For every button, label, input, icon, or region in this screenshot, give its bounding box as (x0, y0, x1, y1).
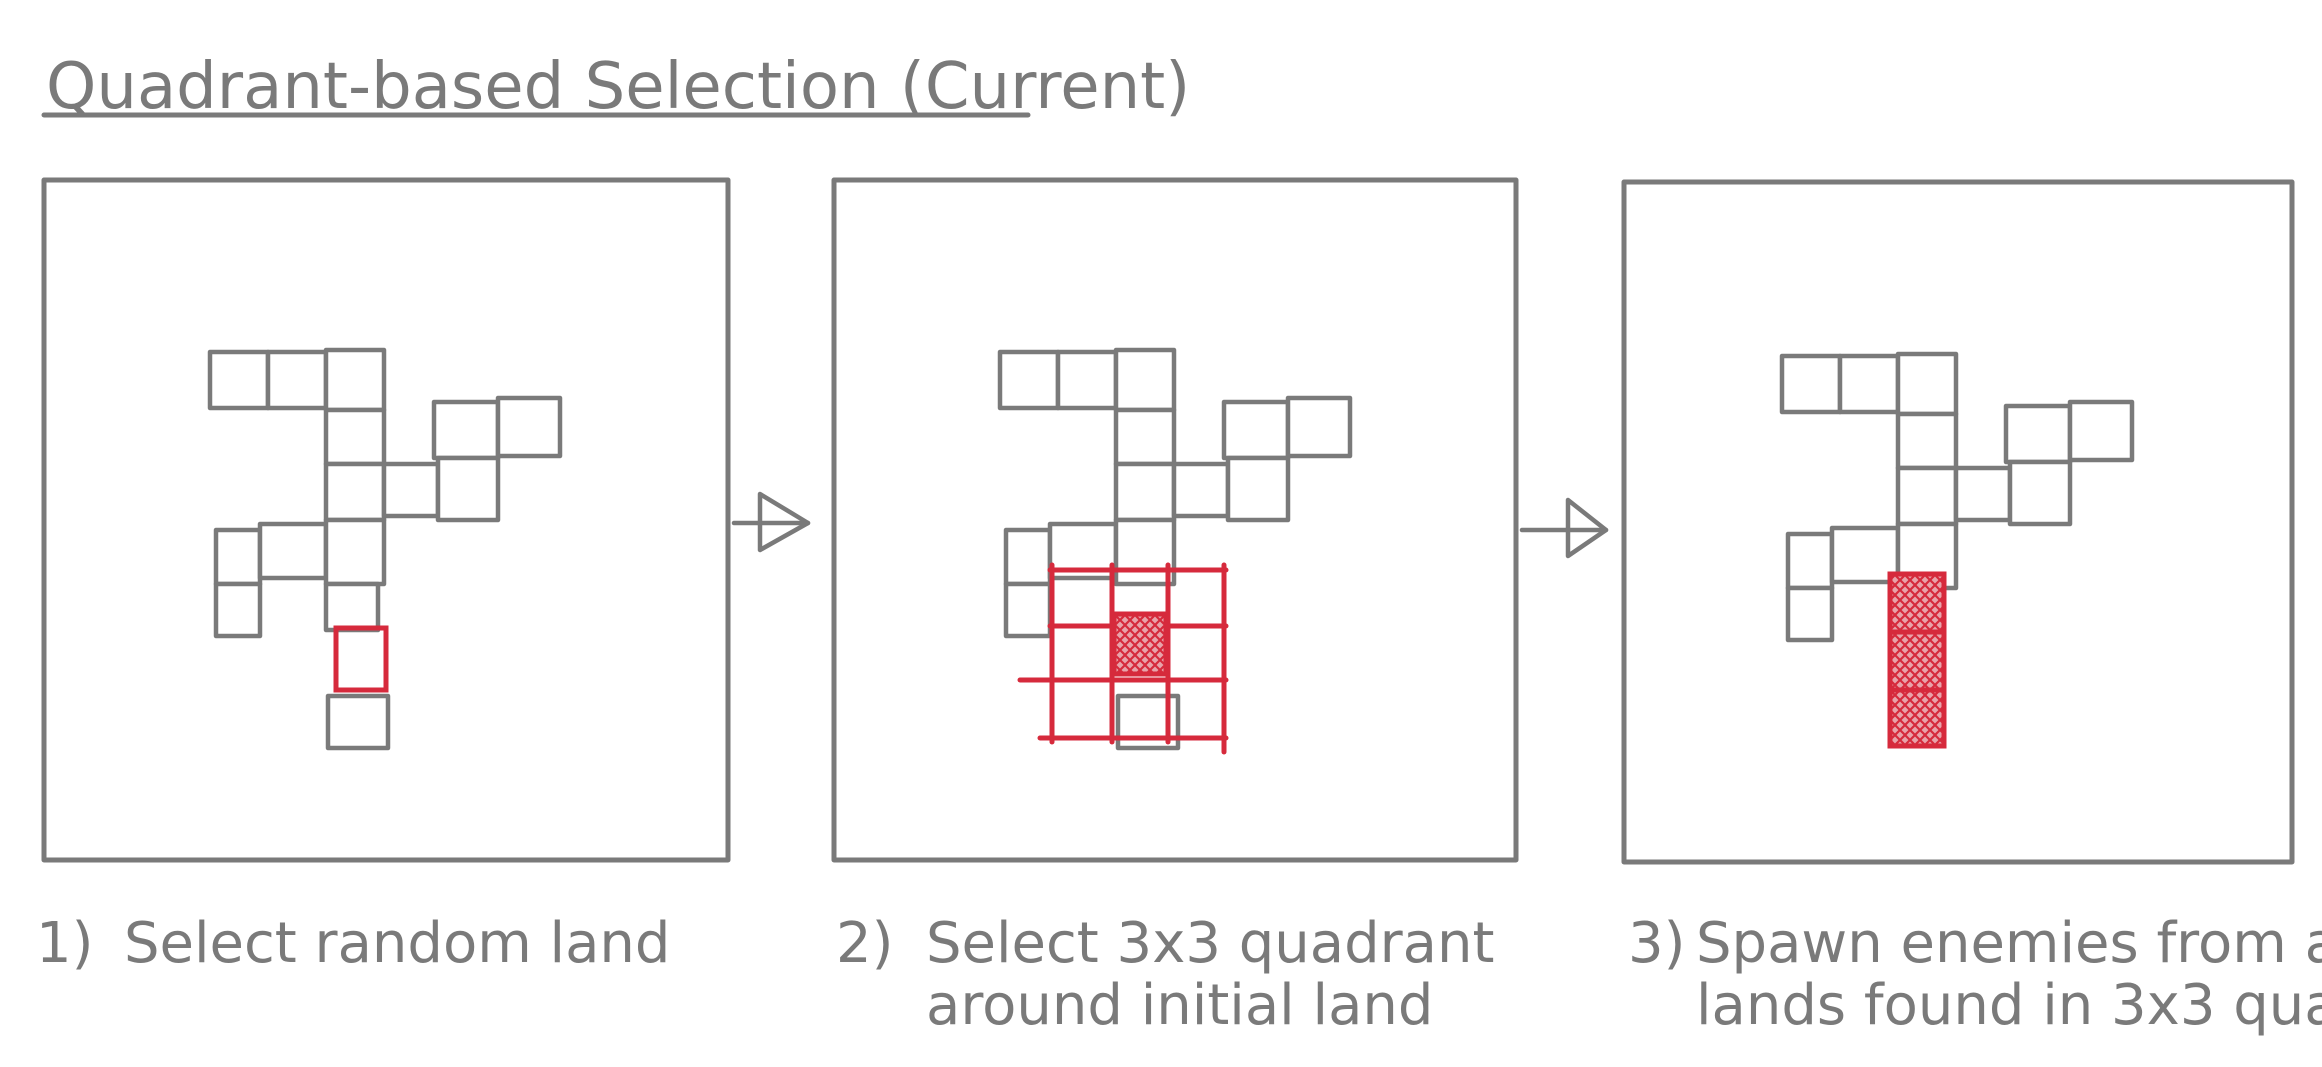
land-tile (1895, 411, 1959, 471)
panel-2-caption: 2) Select 3x3 quadrant around initial la… (836, 911, 1494, 1038)
panel-3-spawn-lands (1887, 571, 1947, 749)
land-tile (323, 581, 381, 633)
panel-2-caption-line: around initial land (926, 973, 1433, 1038)
panel-1-caption-line: Select random land (124, 911, 670, 976)
land-tile (213, 527, 263, 587)
panel-2-step: 2) (836, 911, 893, 976)
land-tile (2007, 459, 2073, 527)
land-tile (381, 461, 441, 519)
arrow-1-to-2 (731, 491, 811, 553)
land-tile (495, 395, 563, 459)
panel-1-frame (41, 177, 731, 863)
land-tile (435, 455, 501, 523)
panel-2-caption-line: Select 3x3 quadrant (926, 911, 1494, 976)
land-tile (207, 349, 271, 411)
land-tile (213, 581, 263, 639)
land-tile (1113, 517, 1177, 587)
spawn-land (1887, 571, 1947, 635)
land-tile (323, 407, 387, 467)
land-tile (323, 461, 387, 523)
land-tile (257, 521, 329, 581)
panel-2-frame (831, 177, 1519, 863)
panel-3-frame (1621, 179, 2295, 865)
panel-2-quadrant-grid (1017, 562, 1229, 755)
panel-3-caption: 3) Spawn enemies from all lands found in… (1628, 911, 2322, 1038)
land-tile (1003, 581, 1053, 639)
spawn-land (1887, 687, 1947, 749)
panel-3-caption-line: lands found in 3x3 quadrant (1696, 973, 2322, 1038)
land-tile (1895, 465, 1959, 527)
land-tile (1055, 349, 1119, 411)
panel-3-caption-line: Spawn enemies from all (1696, 911, 2322, 976)
land-tile (2003, 403, 2073, 465)
land-tile (1285, 395, 1353, 459)
panel-1-step: 1) (36, 911, 93, 976)
land-tile (1779, 353, 1843, 415)
land-tile (2067, 399, 2135, 463)
land-tile (1113, 407, 1177, 467)
land-tile (1003, 527, 1053, 587)
diagram-title: Quadrant-based Selection (Current) (46, 50, 1190, 124)
land-tile (431, 399, 501, 461)
panel-3-step: 3) (1628, 911, 1685, 976)
panel-1-caption: 1) Select random land (36, 911, 670, 976)
land-tile (1785, 585, 1835, 643)
land-tile (1221, 399, 1291, 461)
land-tile (1837, 353, 1901, 415)
land-tile (1895, 351, 1959, 417)
panel-1-selected-land (333, 625, 389, 693)
land-tile (997, 349, 1061, 411)
land-tile (323, 347, 387, 413)
land-tile (1113, 461, 1177, 523)
spawn-land (1887, 629, 1947, 693)
panel-3-lands (1779, 351, 2135, 643)
land-tile (265, 349, 329, 411)
land-tile (1785, 531, 1835, 591)
land-tile (323, 517, 387, 587)
land-tile (1225, 455, 1291, 523)
panel-2-initial-land (1111, 611, 1169, 677)
land-tile (1113, 347, 1177, 413)
land-tile (1953, 465, 2013, 523)
panel-1-lands (207, 347, 563, 751)
land-tile (1171, 461, 1231, 519)
arrow-2-to-3 (1519, 497, 1609, 559)
land-tile (325, 693, 391, 751)
